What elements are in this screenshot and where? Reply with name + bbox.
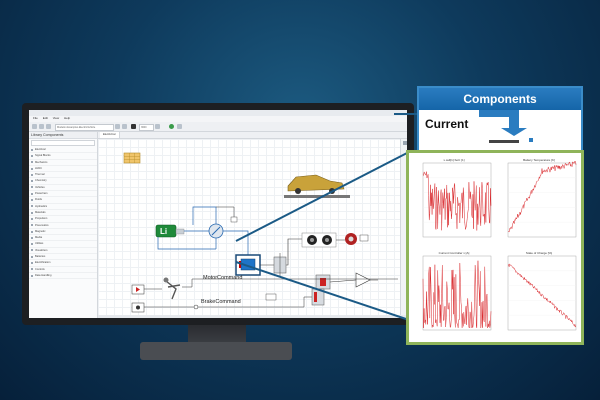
plot-title: State of Charge [%] [525,251,553,255]
right-toolbar [400,139,407,315]
plot-battery-temperature[interactable]: Battery Temperature [K] [498,158,580,246]
library-item[interactable]: Powertrain [29,191,97,198]
library-item[interactable]: Electrical [29,147,97,154]
app-window: Modelon Impact File Edit View Help Model… [29,110,407,318]
stop-time-field[interactable]: 3600 [139,124,154,131]
library-item[interactable]: Electrification [29,260,97,267]
library-item[interactable]: Magnetic [29,229,97,236]
brake-pedal-block[interactable] [131,302,145,313]
properties-icon[interactable] [402,141,407,145]
diagram-svg: Li [123,152,398,313]
plot-state-of-charge[interactable]: State of Charge [%] [498,251,580,339]
brake-command-label: BrakeCommand [201,299,241,305]
monitor: Modelon Impact File Edit View Help Model… [22,103,414,325]
gearbox-block[interactable] [273,253,287,277]
plot-line [507,262,577,328]
table-block[interactable] [123,152,141,164]
current-label: Current [425,117,469,131]
plot-title: Current Controller x [A] [438,251,470,255]
library-item[interactable]: Pneumatics [29,223,97,229]
run-icon[interactable] [169,124,174,129]
play-icon[interactable] [131,124,136,129]
library-item[interactable]: Mechanics [29,160,97,166]
library-item[interactable]: Propulsion [29,216,97,223]
library-item[interactable]: Controls [29,267,97,273]
diagram-canvas[interactable]: Li [98,139,400,315]
plot-title: Battery Temperature [K] [523,158,555,162]
motor-command-label: MotorCommand [203,275,242,281]
wheels-block[interactable] [301,232,337,248]
library-item[interactable]: HVAC [29,166,97,173]
battery-label: Li [160,227,167,236]
zoom-icon[interactable] [122,124,127,129]
plot-title: x.cell[1].SoC [1] [443,158,465,162]
plot-line [507,161,577,233]
library-search-input[interactable] [31,140,95,146]
menu-help[interactable]: Help [64,116,71,120]
plot-soc-1[interactable]: x.cell[1].SoC [1] [413,158,495,246]
menu-edit[interactable]: Edit [42,116,48,120]
library-item[interactable]: Vehicles [29,185,97,192]
save-icon[interactable] [46,124,51,129]
tab-bar: ElectricCar [98,132,407,139]
menu-bar: File Edit View Help [29,116,407,122]
components-header: Components [419,88,581,110]
components-panel: Components Current [417,86,583,156]
library-item[interactable]: Hydraulics [29,204,97,210]
plot-trace [507,161,577,238]
library-item[interactable]: Data Handling [29,273,97,280]
library-item[interactable]: Materials [29,210,97,217]
monitor-neck [188,325,246,345]
open-icon[interactable] [39,124,44,129]
options-icon[interactable] [155,124,160,129]
plot-current-controller[interactable]: Current Controller x [A] [413,251,495,339]
model-path-field[interactable]: Modelon.Examples.ElectricVehicle [55,124,114,131]
library-item[interactable]: Batteries [29,254,97,261]
library-item[interactable]: Visualizers [29,248,97,255]
library-title: Library Components [29,132,97,139]
car-icon[interactable] [284,174,350,198]
driver-block[interactable] [131,277,181,300]
tab-model[interactable]: ElectricCar [100,132,120,138]
library-item[interactable]: Fluids [29,197,97,204]
check-icon[interactable] [177,124,182,129]
plot-trace [422,162,492,238]
new-icon[interactable] [32,124,37,129]
library-item[interactable]: Chemistry [29,178,97,185]
library-item[interactable]: Signal Blocks [29,153,97,160]
plots-panel: x.cell[1].SoC [1] Battery Temperature [K… [406,150,584,345]
status-bar [98,315,407,318]
plot-line [422,260,492,329]
brake-disc-block[interactable] [345,233,357,245]
plot-trace [507,255,577,331]
library-item[interactable]: Utilities [29,241,97,248]
current-arrow [479,110,533,143]
monitor-stand [140,342,292,360]
toolbar: Modelon.Examples.ElectricVehicle 3600 [29,122,407,132]
menu-view[interactable]: View [52,116,60,120]
library-item[interactable]: Thermal [29,172,97,179]
settings-icon[interactable] [115,124,120,129]
library-item[interactable]: Media [29,235,97,242]
menu-file[interactable]: File [33,116,38,120]
plot-axes [507,255,577,331]
plot-line [422,171,492,231]
plot-axes [507,162,577,238]
plot-trace [422,255,492,331]
